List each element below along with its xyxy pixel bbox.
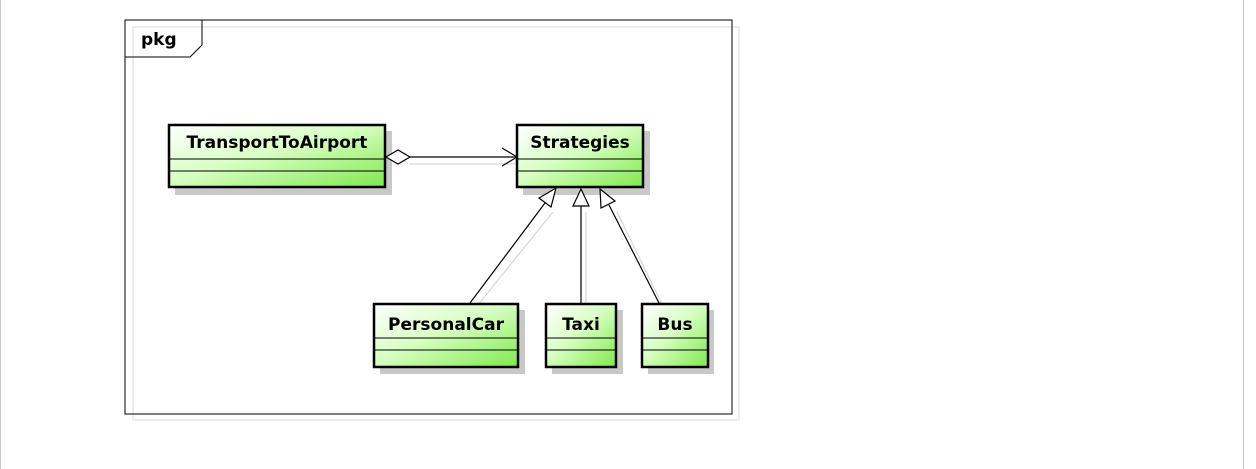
class-name: TransportToAirport (187, 133, 368, 153)
generalization-taxi-strategies (572, 187, 590, 303)
class-taxi[interactable]: Taxi (544, 302, 618, 369)
package-label: pkg (141, 30, 177, 50)
package-frame-shadow (132, 26, 740, 421)
aggregation-diamond (384, 149, 412, 165)
class-personal-car[interactable]: PersonalCar (372, 302, 520, 369)
class-name: Bus (657, 315, 692, 335)
generalization-personalcar-strategies (469, 186, 557, 304)
package-frame: pkg (124, 19, 733, 415)
generalization-arrowhead (572, 187, 590, 207)
class-name: Taxi (562, 315, 600, 335)
generalization-bus-strategies (599, 187, 660, 304)
class-transport-to-airport[interactable]: TransportToAirport (167, 123, 387, 189)
class-name: PersonalCar (388, 315, 505, 335)
generalization-arrowhead (537, 186, 557, 209)
class-bus[interactable]: Bus (640, 302, 710, 369)
class-name: Strategies (530, 133, 630, 153)
generalization-arrowhead (599, 187, 617, 209)
class-strategies[interactable]: Strategies (515, 123, 645, 189)
aggregation-transport-strategies (384, 147, 519, 167)
